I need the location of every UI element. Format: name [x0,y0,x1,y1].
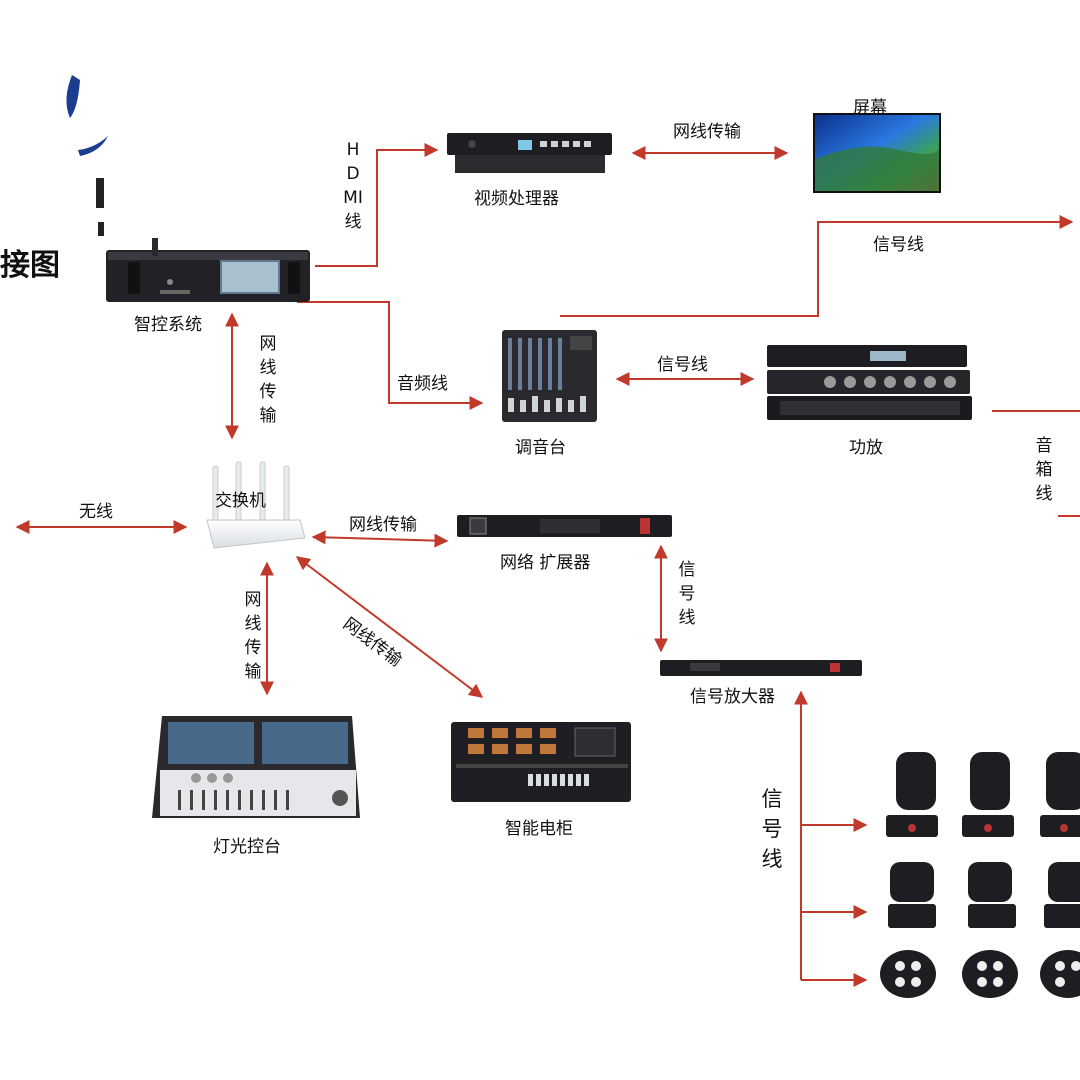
network-extender-label: 网络 扩展器 [500,553,591,573]
network-control-switch-label: 网线传输 [259,334,277,426]
smart-cabinet-label: 智能电柜 [505,819,573,839]
signal-extender-amp-label: 信号线 [678,560,696,628]
video-processor-device [447,133,612,173]
network-extender-device [457,515,672,537]
signal-mixer-amp-label: 信号线 [657,355,708,375]
network-to-screen-label: 网线传输 [673,122,741,142]
amplifier-device [767,345,972,420]
switch-device [206,461,306,549]
light-console-label: 灯光控台 [213,837,281,857]
audio-line-label: 音频线 [397,374,448,394]
hdmi-label: HDMI线 [343,140,363,232]
light-console-device [152,716,360,818]
screen-label: 屏幕 [853,98,887,118]
connector-signal-top [560,215,1074,317]
title-fragment: 接图 [0,248,60,283]
video-processor-label: 视频处理器 [474,189,559,209]
network-switch-extender-label: 网线传输 [349,515,417,535]
signal-top-label: 信号线 [873,235,924,255]
wash-lights [888,862,1080,928]
speaker-line-label: 音箱线 [1035,436,1053,504]
signal-fixtures-label: 信号线 [761,787,783,871]
moving-head-lights [886,752,1080,837]
screen-device [813,113,941,193]
signal-amplifier-label: 信号放大器 [690,687,775,707]
control-system-label: 智控系统 [134,315,202,335]
par-lights [880,950,1080,998]
connector-switch-cabinet [295,556,484,698]
smart-cabinet-device [451,722,631,802]
left-logo-fragment [66,75,108,236]
signal-amplifier-device [660,660,862,676]
switch-label: 交换机 [215,491,266,511]
wireless-label: 无线 [79,502,113,522]
network-switch-console-label: 网线传输 [244,590,262,682]
mixer-device [502,330,597,422]
connector-switch-extender [311,530,449,548]
amplifier-label: 功放 [849,438,883,458]
connector-audio [297,301,484,410]
mixer-label: 调音台 [515,438,566,458]
connector-hdmi [315,143,439,267]
control-system-device [106,238,310,302]
